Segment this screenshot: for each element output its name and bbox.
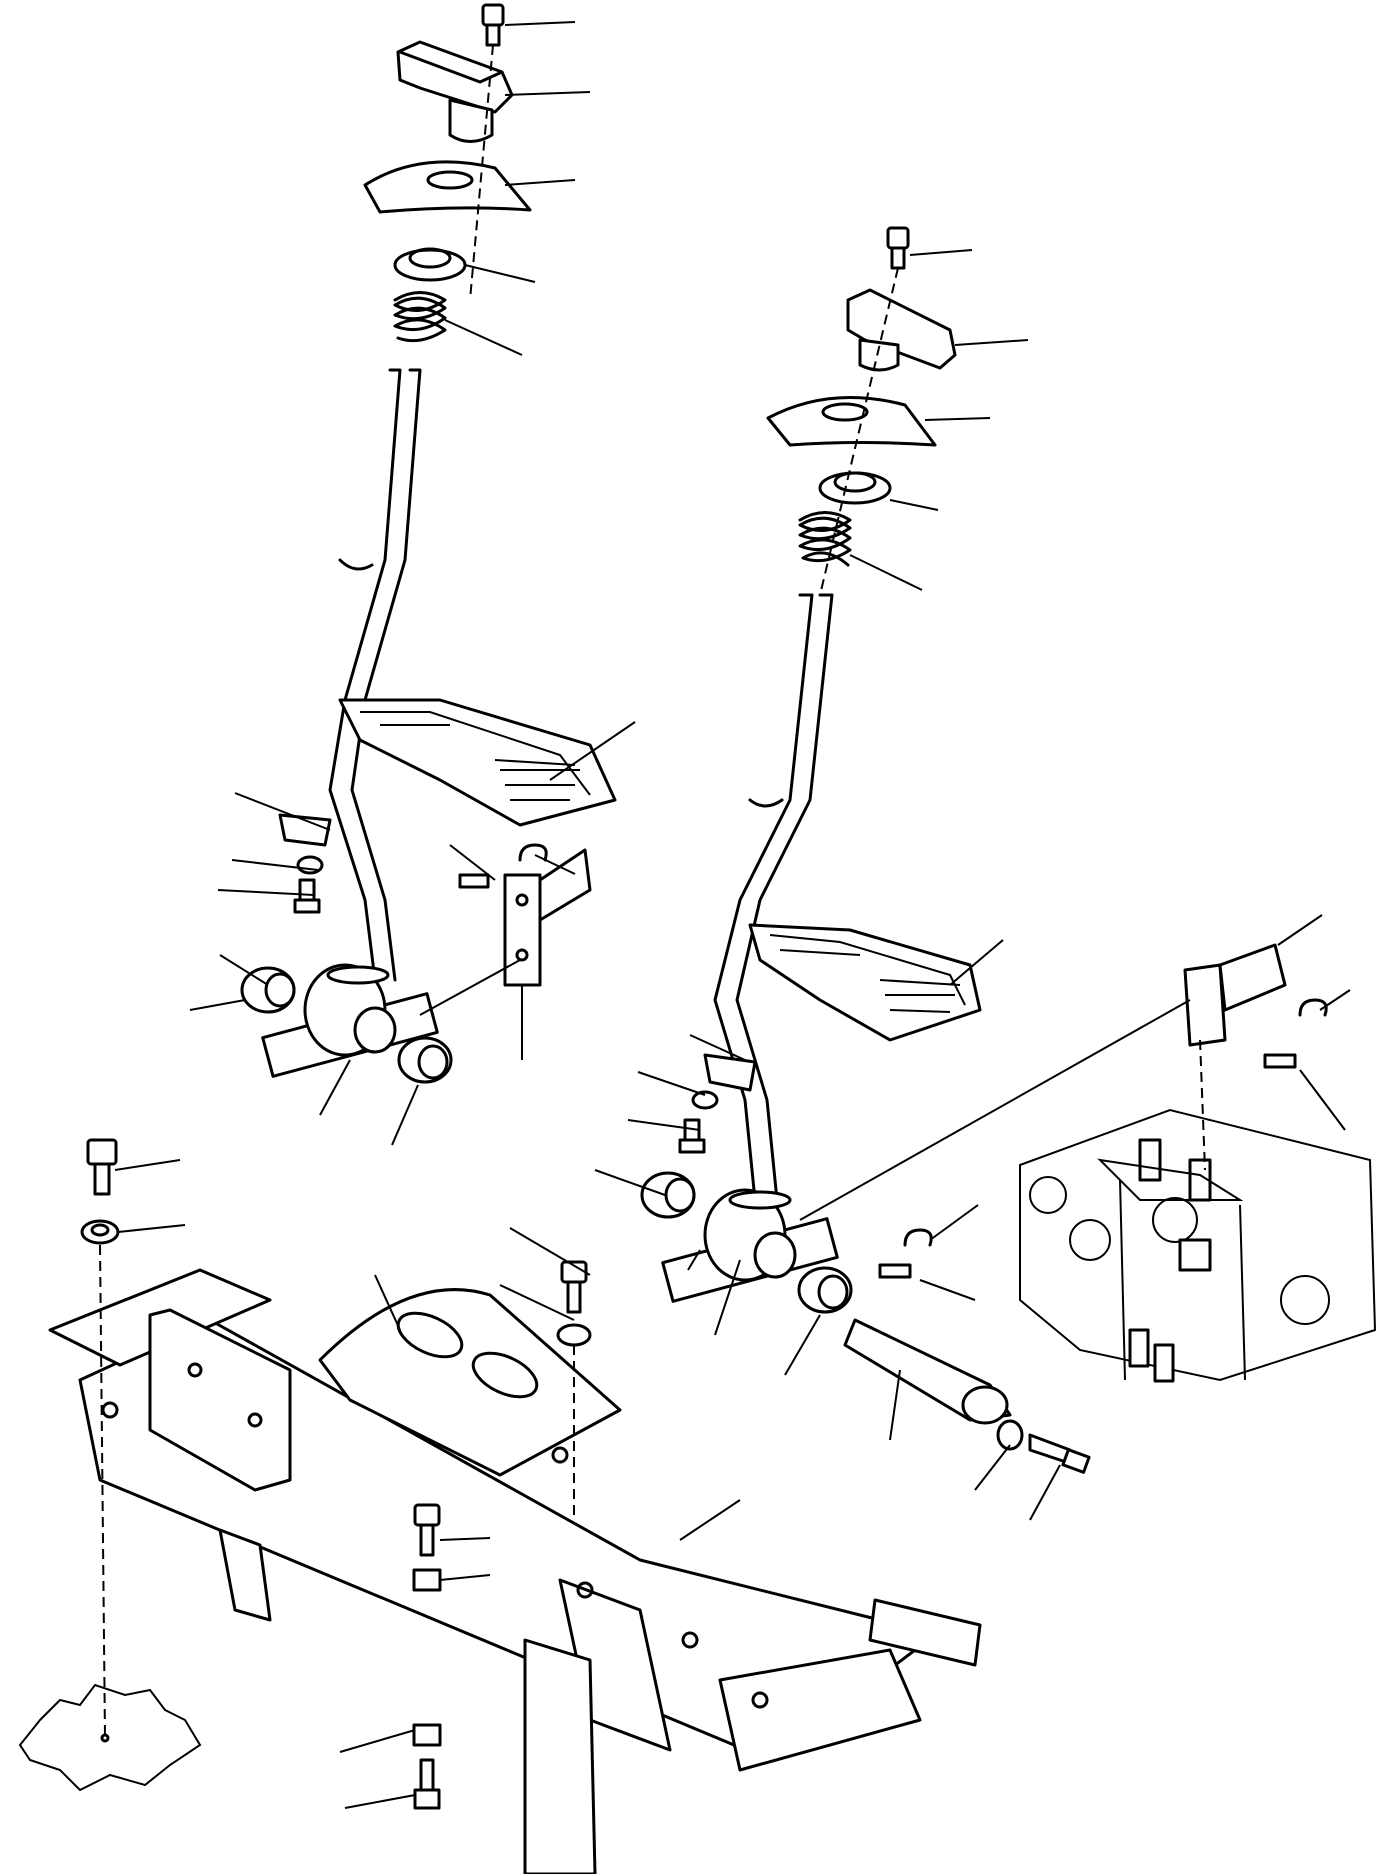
callout-leader-4	[464, 264, 536, 283]
callout-leader-24	[637, 1071, 706, 1096]
lower-bolt	[413, 1758, 441, 1810]
callout-leader-17	[909, 249, 973, 256]
callout-leader-7	[234, 792, 331, 831]
callout-leader-38	[114, 1159, 181, 1171]
left-bracket	[503, 848, 592, 987]
callout-leader-36	[929, 1204, 979, 1241]
callout-leader-20	[889, 499, 939, 511]
callout-leader-37	[919, 1279, 976, 1301]
callout-leader-46	[339, 1729, 416, 1753]
right-boot	[766, 395, 937, 447]
callout-leader-23	[689, 1034, 746, 1061]
right-bushing-a	[640, 1171, 696, 1219]
left-small-nut	[296, 855, 324, 875]
right-spring	[798, 511, 852, 567]
callout-leader-2	[504, 91, 591, 96]
left-clamp-plate	[278, 813, 332, 847]
callout-leader-42	[374, 1274, 401, 1331]
right-small-bolt	[678, 1118, 706, 1154]
valve-block	[1019, 1108, 1377, 1383]
callout-leader-9	[217, 889, 315, 896]
callout-leader-19	[924, 417, 991, 421]
left-boot	[363, 160, 532, 214]
right-lever-assembly	[640, 226, 1328, 1474]
callout-leader-25	[627, 1119, 701, 1131]
left-lever-hub	[261, 963, 439, 1078]
callout-leader-26	[594, 1169, 666, 1196]
right-bushing-cap	[818, 471, 892, 505]
left-pin-and-clip	[458, 843, 548, 889]
callout-leader-29	[784, 1314, 821, 1376]
left-small-bolt	[293, 878, 321, 914]
callout-leader-32	[1029, 1464, 1061, 1521]
callout-leader-12	[319, 1059, 351, 1116]
callout-leader-30	[889, 1369, 901, 1441]
callout-leader-39	[117, 1224, 186, 1233]
right-lever-hub	[661, 1188, 839, 1303]
callout-leader-27	[687, 1249, 701, 1271]
callout-leader-40	[509, 1227, 591, 1276]
callout-leader-31	[974, 1444, 1011, 1491]
callout-leader-1	[504, 21, 576, 26]
callout-leader-16	[534, 854, 576, 875]
callout-leader-34	[1319, 989, 1351, 1011]
left-lever-assembly	[240, 3, 617, 1084]
left-bushing-cap	[393, 247, 467, 282]
callout-leader-28	[714, 1259, 741, 1336]
center-bolt	[413, 1503, 441, 1557]
callout-leader-10	[219, 954, 269, 986]
callout-leader-47	[344, 1794, 416, 1809]
left-bushing-b	[397, 1036, 453, 1084]
floor-reference-symbol	[18, 1683, 202, 1792]
callout-leader-35	[1299, 1069, 1346, 1131]
left-knob-screw	[481, 3, 505, 47]
callout-leader-22	[949, 939, 1004, 986]
right-bushing-b	[797, 1266, 853, 1314]
callout-leader-45	[439, 1574, 491, 1581]
callout-leader-18	[954, 339, 1029, 346]
lower-nut	[412, 1723, 442, 1747]
right-pedal	[748, 923, 982, 1042]
corner-bolt	[86, 1138, 118, 1196]
cover-washer	[556, 1323, 592, 1347]
center-nut	[412, 1568, 442, 1592]
left-pedal	[338, 698, 617, 827]
callout-leader-41	[499, 1284, 575, 1321]
callout-leader-33	[1277, 914, 1323, 946]
right-lever-shaft	[713, 593, 834, 1202]
callout-leader-21	[849, 554, 923, 591]
callout-leader-11	[189, 999, 246, 1011]
left-lever-shaft	[328, 368, 422, 982]
callout-leader-43	[679, 1499, 741, 1541]
right-pin-washer	[996, 1419, 1024, 1451]
left-knob	[396, 40, 514, 143]
callout-leader-lines	[114, 21, 1351, 1809]
right-small-nut	[691, 1090, 719, 1110]
right-knob	[846, 288, 957, 372]
frame-fasteners	[80, 1138, 592, 1810]
callout-leader-6	[549, 721, 636, 781]
callout-leader-44	[439, 1537, 491, 1541]
support-frame	[48, 1268, 982, 1874]
right-clips	[878, 998, 1328, 1279]
right-knob-screw	[886, 226, 910, 270]
callout-leader-8	[231, 859, 319, 871]
callout-leader-5	[444, 319, 523, 356]
left-spring	[393, 291, 447, 343]
callout-leader-3	[504, 179, 576, 186]
callout-leader-13	[391, 1084, 419, 1146]
right-bracket	[1183, 943, 1287, 1047]
right-pivot-pin	[843, 1318, 1012, 1425]
corner-washer	[80, 1219, 120, 1245]
assembly-center-lines	[99, 44, 1206, 1739]
right-pin-bolt	[1028, 1433, 1091, 1474]
callout-leader-15	[449, 844, 496, 881]
left-bushing-a	[240, 966, 296, 1014]
right-clamp-plate	[703, 1053, 757, 1092]
